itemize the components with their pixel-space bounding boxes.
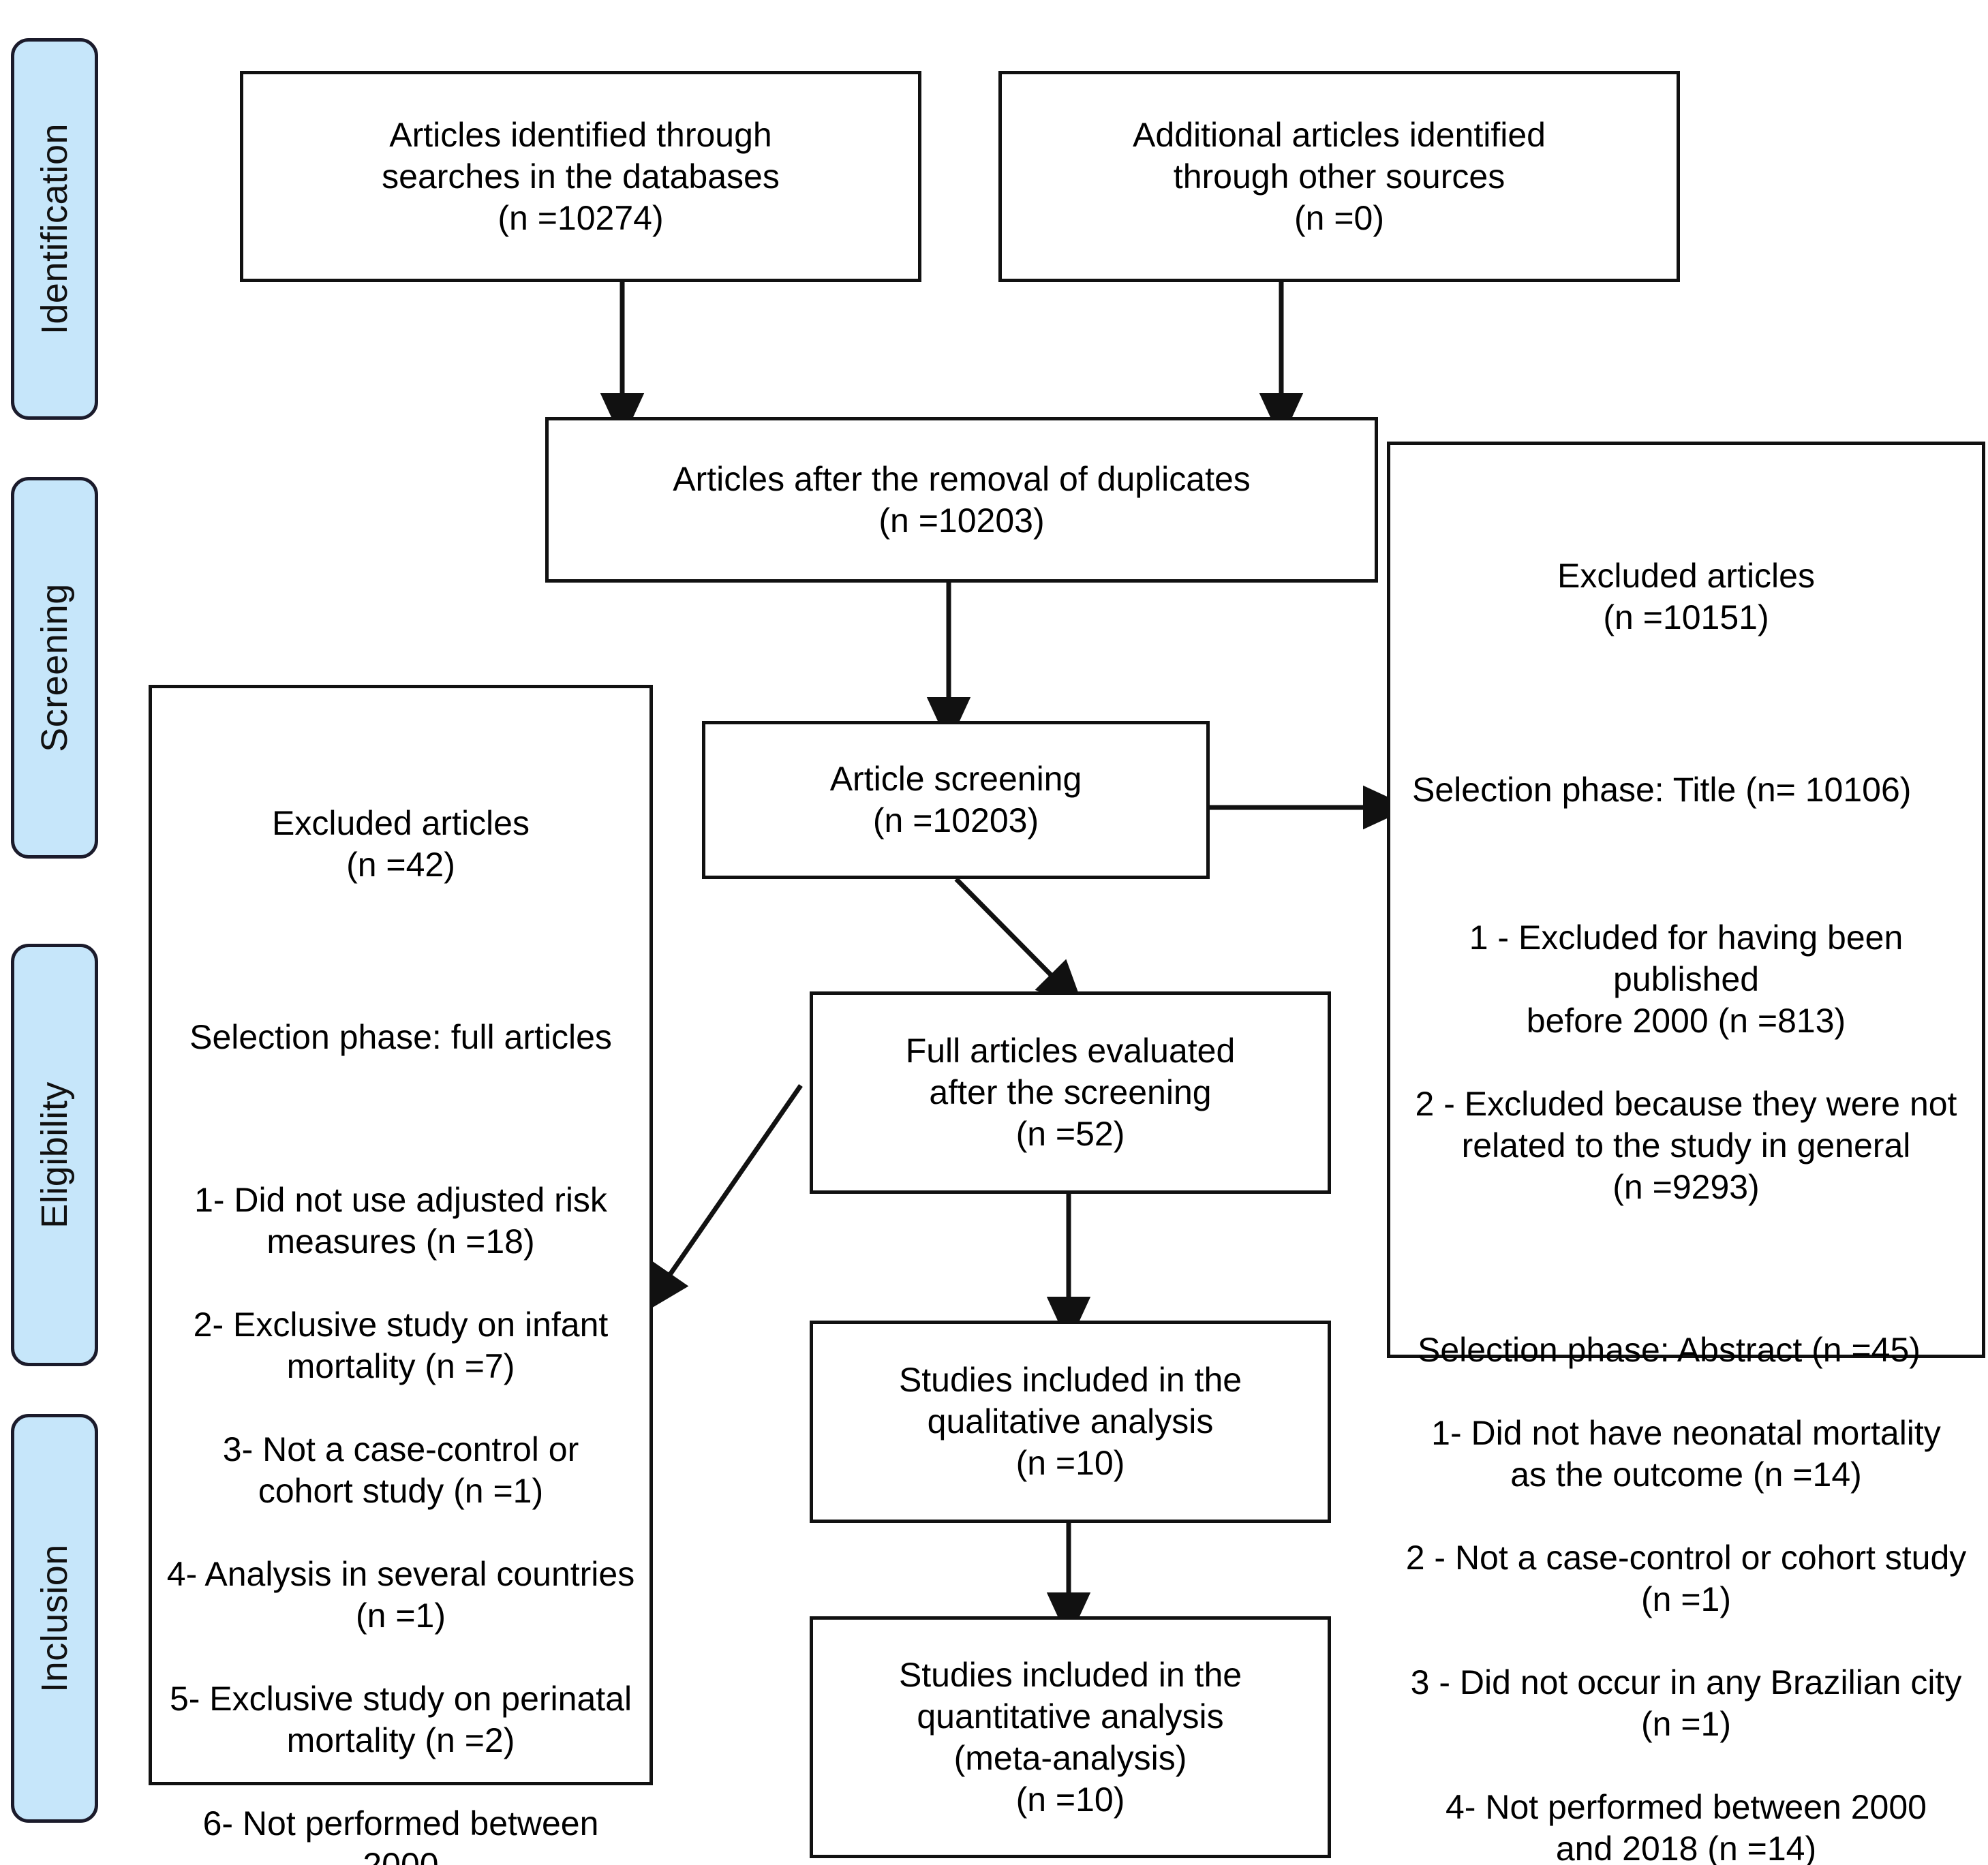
stage-screening-label: Screening: [34, 583, 75, 752]
excluded-left-item-4: 4- Analysis in several countries (n =1): [166, 1555, 635, 1635]
node-articles-identified-databases: Articles identified through searches in …: [240, 71, 921, 282]
excluded-right-abstract-item-1: 1- Did not have neonatal mortality as th…: [1431, 1414, 1941, 1494]
node-articles-identified-other-text: Additional articles identified through o…: [1133, 115, 1546, 237]
excluded-right-title-item-2: 2 - Excluded because they were not relat…: [1415, 1085, 1957, 1206]
stage-inclusion: Inclusion: [11, 1414, 98, 1823]
stage-identification-label: Identification: [34, 123, 75, 335]
excluded-left-item-3: 3- Not a case-control or cohort study (n…: [222, 1430, 579, 1510]
excluded-right-abstract-item-4: 4- Not performed between 2000 and 2018 (…: [1446, 1788, 1927, 1865]
stage-inclusion-label: Inclusion: [34, 1544, 75, 1693]
node-articles-identified-databases-text: Articles identified through searches in …: [382, 115, 780, 237]
excluded-right-phase-abstract: Selection phase: Abstract (n =45): [1418, 1331, 1921, 1369]
node-included-qualitative-text: Studies included in the qualitative anal…: [898, 1361, 1242, 1482]
node-full-articles-evaluated-text: Full articles evaluated after the screen…: [905, 1032, 1236, 1153]
node-excluded-articles-left: Excluded articles (n =42) Selection phas…: [149, 685, 653, 1865]
node-excluded-articles-right: Excluded articles (n =10151) Selection p…: [1387, 442, 1985, 1865]
stage-eligibility: Eligibility: [11, 944, 98, 1366]
excluded-right-abstract-item-3: 3 - Did not occur in any Brazilian city …: [1410, 1663, 1962, 1743]
excluded-right-phase-title: Selection phase: Title (n= 10106): [1412, 771, 1912, 809]
excluded-left-heading: Excluded articles (n =42): [272, 804, 530, 884]
node-included-quantitative-text: Studies included in the quantitative ana…: [898, 1655, 1242, 1819]
edge-screening-to-full: [954, 877, 1084, 1008]
node-articles-identified-other: Additional articles identified through o…: [998, 71, 1680, 282]
excluded-right-heading: Excluded articles (n =10151): [1557, 557, 1815, 636]
excluded-right-title-item-1: 1 - Excluded for having been published b…: [1469, 919, 1903, 1040]
node-full-articles-evaluated: Full articles evaluated after the screen…: [810, 991, 1331, 1194]
excluded-left-phase: Selection phase: full articles: [189, 1018, 612, 1056]
node-article-screening-text: Article screening (n =10203): [829, 760, 1082, 839]
node-included-qualitative: Studies included in the qualitative anal…: [810, 1321, 1331, 1523]
stage-eligibility-label: Eligibility: [34, 1081, 75, 1229]
excluded-left-item-1: 1- Did not use adjusted risk measures (n…: [194, 1181, 607, 1261]
excluded-left-item-6: 6- Not performed between 2000 and 2018 (…: [202, 1804, 599, 1865]
node-article-screening: Article screening (n =10203): [702, 721, 1210, 879]
stage-identification: Identification: [11, 38, 98, 420]
excluded-right-abstract-item-2: 2 - Not a case-control or cohort study (…: [1405, 1539, 1967, 1618]
stage-screening: Screening: [11, 477, 98, 859]
node-included-quantitative: Studies included in the quantitative ana…: [810, 1616, 1331, 1858]
node-articles-after-duplicates-text: Articles after the removal of duplicates…: [673, 459, 1251, 540]
excluded-left-item-2: 2- Exclusive study on infant mortality (…: [193, 1306, 609, 1385]
edge-full-to-excluded-left: [643, 1084, 803, 1313]
node-articles-after-duplicates: Articles after the removal of duplicates…: [545, 417, 1378, 583]
excluded-left-item-5: 5- Exclusive study on perinatal mortalit…: [169, 1680, 632, 1759]
